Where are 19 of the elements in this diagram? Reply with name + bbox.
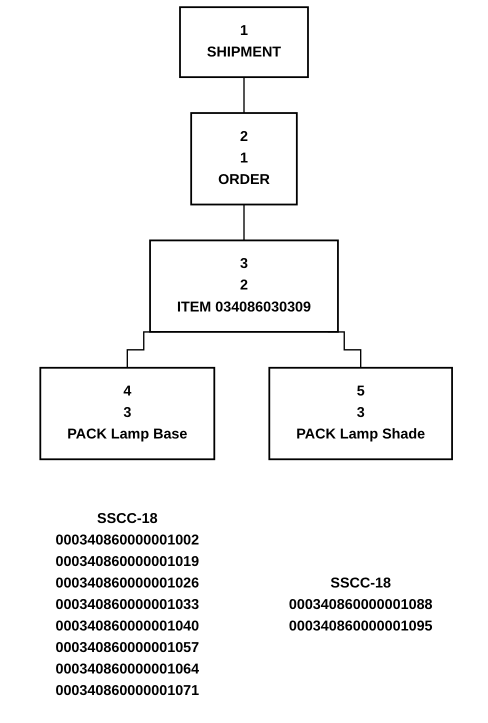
- connector: [243, 204, 245, 242]
- node-box: 5 3 PACK Lamp Shade: [268, 366, 453, 460]
- node-box: 1 SHIPMENT: [179, 6, 309, 78]
- node-box: 4 3 PACK Lamp Base: [39, 366, 216, 460]
- node-label: 000340860000001033: [55, 597, 200, 613]
- node-label: 000340860000001019: [55, 554, 200, 570]
- connector: [243, 76, 245, 114]
- node-label: 000340860000001002: [55, 532, 200, 548]
- node-label: 000340860000001071: [55, 684, 200, 699]
- node-label: 000340860000001026: [55, 576, 200, 592]
- node-box: 3 2 ITEM 034086030309: [149, 240, 339, 333]
- node-label: 000340860000001064: [55, 662, 200, 678]
- node-label: 000340860000001088: [288, 597, 433, 613]
- node-label: SSCC-18: [330, 576, 391, 592]
- node-label: 000340860000001057: [55, 640, 200, 656]
- node-label: 000340860000001095: [288, 618, 433, 634]
- node-label: 000340860000001040: [55, 618, 200, 634]
- node-label: SSCC-18: [97, 511, 158, 527]
- node-box: 2 1 ORDER: [190, 112, 298, 206]
